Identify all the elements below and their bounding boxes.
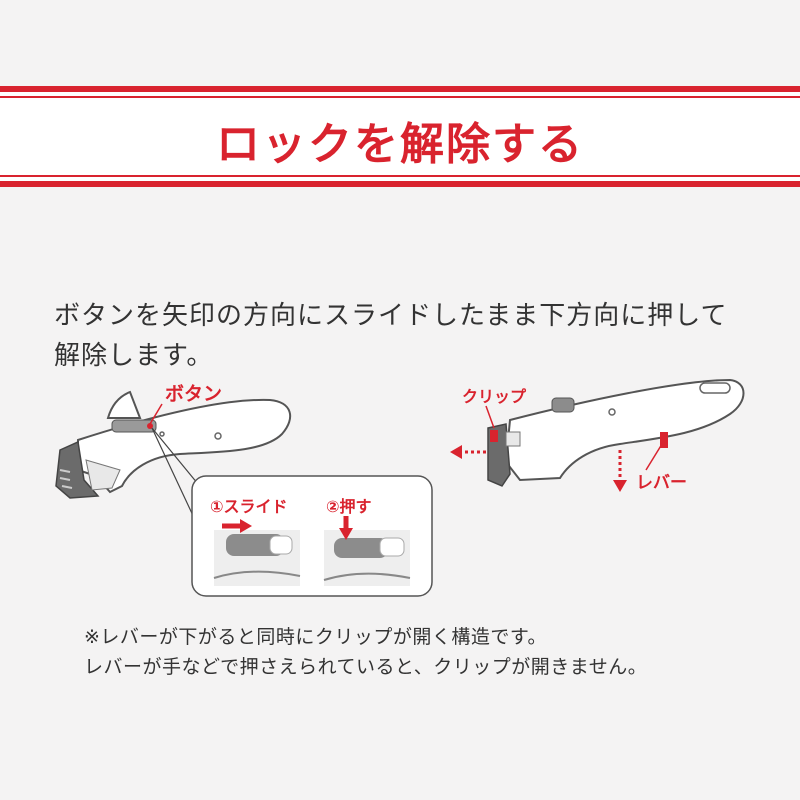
step2-panel (323, 530, 411, 586)
handle-illustrations: ボタン ①スライド ②押す クリップ レバー (55, 378, 745, 597)
instruction-text: ボタンを矢印の方向にスライドしたまま下方向に押して 解除します。 (54, 296, 774, 376)
bottom-rule-thin (0, 175, 800, 177)
callout-line-bottom (151, 427, 197, 523)
step1-panel (213, 530, 301, 586)
top-rule-thin (0, 96, 800, 98)
callout-line-top (151, 427, 199, 485)
note-line-1: ※レバーが下がると同時にクリップが開く構造です。 (84, 626, 548, 648)
lever-pointer (645, 443, 663, 471)
left-handle-illustration (55, 390, 292, 499)
step1-label: ①スライド (210, 497, 288, 516)
instruction-line-1: ボタンを矢印の方向にスライドしたまま下方向に押して (54, 301, 728, 331)
button-pointer (149, 403, 163, 425)
bottom-rule-thick (0, 181, 800, 187)
top-rule-thick (0, 86, 800, 92)
right-handle-illustration (487, 378, 745, 487)
note-line-2: レバーが手などで押さえられていると、クリップが開きません。 (84, 656, 648, 678)
button-label: ボタン (165, 383, 222, 405)
clip-pointer (485, 405, 495, 429)
lever-label: レバー (636, 473, 687, 493)
clip-label: クリップ (462, 387, 527, 406)
title-band (0, 86, 800, 187)
step2-label: ②押す (326, 497, 372, 516)
instruction-line-2: 解除します。 (54, 341, 214, 371)
page-title: ロックを解除する (216, 119, 584, 170)
